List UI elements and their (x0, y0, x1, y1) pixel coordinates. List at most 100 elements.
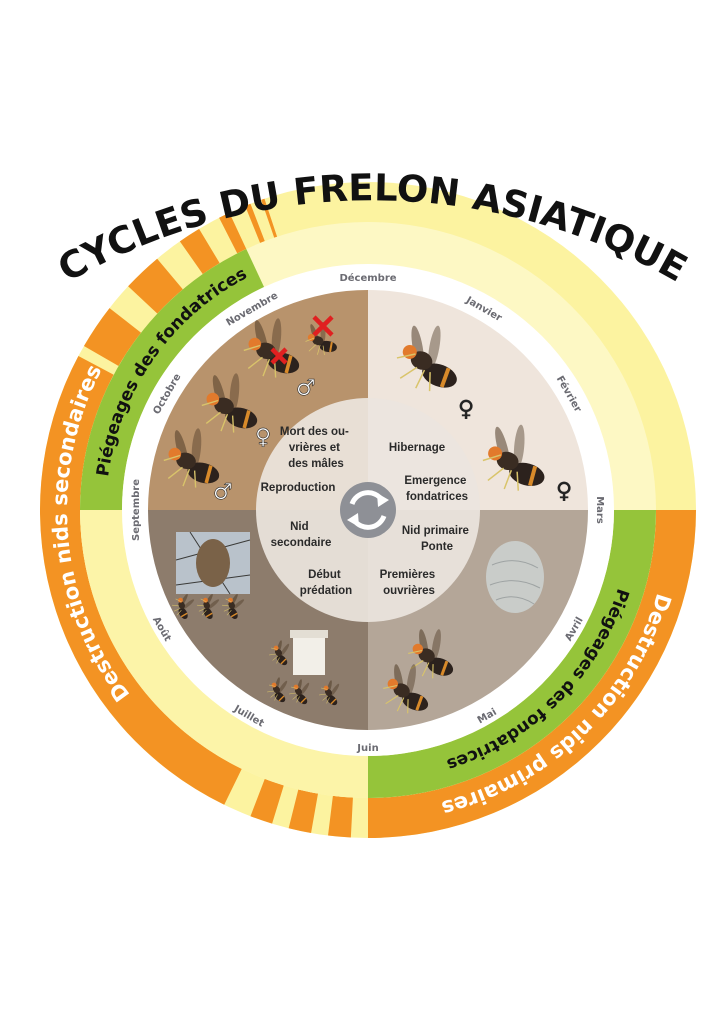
hornet-thorax (274, 648, 283, 657)
destruction-stripe (250, 778, 284, 824)
hornet-head (488, 446, 503, 461)
hornet-stripe (330, 698, 337, 705)
hornet-legs (269, 647, 280, 664)
hornet-legs (267, 684, 278, 701)
destruction-stripe (245, 203, 265, 243)
hornet-stripe (278, 695, 285, 702)
hornet-image (267, 677, 288, 703)
month-label: Décembre (339, 272, 396, 284)
hornet-image (396, 325, 457, 392)
hornet-image (482, 424, 545, 491)
month-label: Mars (594, 496, 605, 524)
hornet-stripe (284, 355, 293, 374)
hornet-image (201, 373, 258, 433)
label-reproduction: Reproduction (261, 482, 336, 494)
hornet-stripe (180, 612, 188, 618)
secondary-nest (196, 539, 230, 587)
hornet-stripe (528, 465, 538, 487)
hornet-image (319, 680, 340, 706)
hornet-image (269, 640, 290, 666)
hornet-abdomen (276, 654, 288, 666)
hornet-thorax (312, 336, 324, 346)
hornet-thorax (203, 601, 211, 609)
red-cross-icon (270, 347, 288, 365)
hornet-head (203, 597, 208, 603)
destruction-stripe (179, 228, 220, 275)
beehive (293, 635, 325, 675)
label-emergence: Emergence fondatrices (404, 475, 469, 503)
hornet-wing (277, 680, 288, 694)
hornet-abdomen (203, 607, 213, 619)
hornet-head (248, 337, 262, 351)
hornet-wing (329, 683, 340, 697)
hornet-thorax (256, 342, 276, 360)
hornet-wing (279, 643, 290, 657)
label-primary-nest: Nid primaire Ponte (402, 525, 472, 553)
hornet-head (206, 392, 220, 406)
destruction-stripe (83, 308, 142, 366)
label-predation: Début prédation (300, 569, 352, 597)
hornet-stripe (230, 612, 238, 618)
hornet-stripe (204, 465, 213, 484)
hornet-image (221, 593, 245, 619)
hornet-stripe (415, 695, 424, 711)
hornet-wing (299, 682, 310, 696)
hornet-thorax (294, 687, 303, 696)
primary-nest (486, 541, 544, 613)
hornet-image (171, 593, 195, 619)
destruction-stripe (128, 258, 183, 314)
hornet-legs (305, 337, 325, 356)
male-symbol: ♂ (296, 376, 316, 401)
destruction-secondary-band (39, 356, 242, 805)
destruction-stripe (261, 198, 278, 238)
hornet-stripe (300, 697, 307, 704)
hornet-legs (243, 344, 277, 378)
hornet-thorax (228, 601, 236, 609)
hornet-thorax (418, 648, 435, 663)
illustrations (163, 315, 545, 714)
destruction-stripe (219, 212, 247, 254)
hornet-image (289, 679, 310, 705)
hornet-thorax (410, 351, 433, 370)
hornet-image (383, 664, 429, 714)
label-first-workers: Premières ouvrières (380, 569, 439, 597)
hornet-legs (408, 649, 434, 679)
hornet-abdomen (296, 693, 308, 705)
hornet-wing (182, 599, 195, 610)
hornet-thorax (272, 685, 281, 694)
destruction-stripe (288, 789, 318, 834)
female-symbol: ♀ (556, 479, 572, 504)
destruction-primary-band (368, 510, 696, 838)
label-secondary-nest: Nid secondaire (271, 521, 332, 549)
hornet-thorax (496, 451, 519, 471)
month-label: Septembre (131, 479, 142, 541)
hornet-image (408, 629, 454, 679)
hornet-thorax (393, 683, 410, 698)
hornet-wing (207, 599, 220, 610)
nest-texture (489, 560, 541, 605)
hornet-head (168, 447, 182, 461)
destruction-stripe (328, 795, 353, 838)
label-hibernation: Hibernage (389, 442, 445, 454)
gender-symbols: ♂ ♂ ♀ ♀ ♀ (213, 376, 573, 506)
center-labels: Mort des ou- vrières et des mâles Reprod… (261, 426, 472, 597)
summer-band (80, 510, 368, 798)
hornet-abdomen (178, 607, 188, 619)
hornet-abdomen (326, 694, 338, 706)
hornet-thorax (214, 397, 234, 415)
hornet-abdomen (274, 691, 286, 703)
hornet-wing (232, 599, 245, 610)
hornet-abdomen (228, 607, 238, 619)
trapping-spring-band (368, 510, 656, 798)
cycle-icon (340, 482, 396, 538)
hornet-thorax (324, 688, 333, 697)
hornet-head (178, 597, 183, 603)
hornet-legs (396, 353, 431, 392)
male-symbol: ♂ (213, 480, 233, 505)
hornet-head (228, 597, 233, 603)
hornet-stripe (242, 410, 251, 429)
hornet-legs (319, 687, 330, 704)
hornet-legs (383, 684, 409, 714)
hornet-legs (201, 399, 235, 433)
